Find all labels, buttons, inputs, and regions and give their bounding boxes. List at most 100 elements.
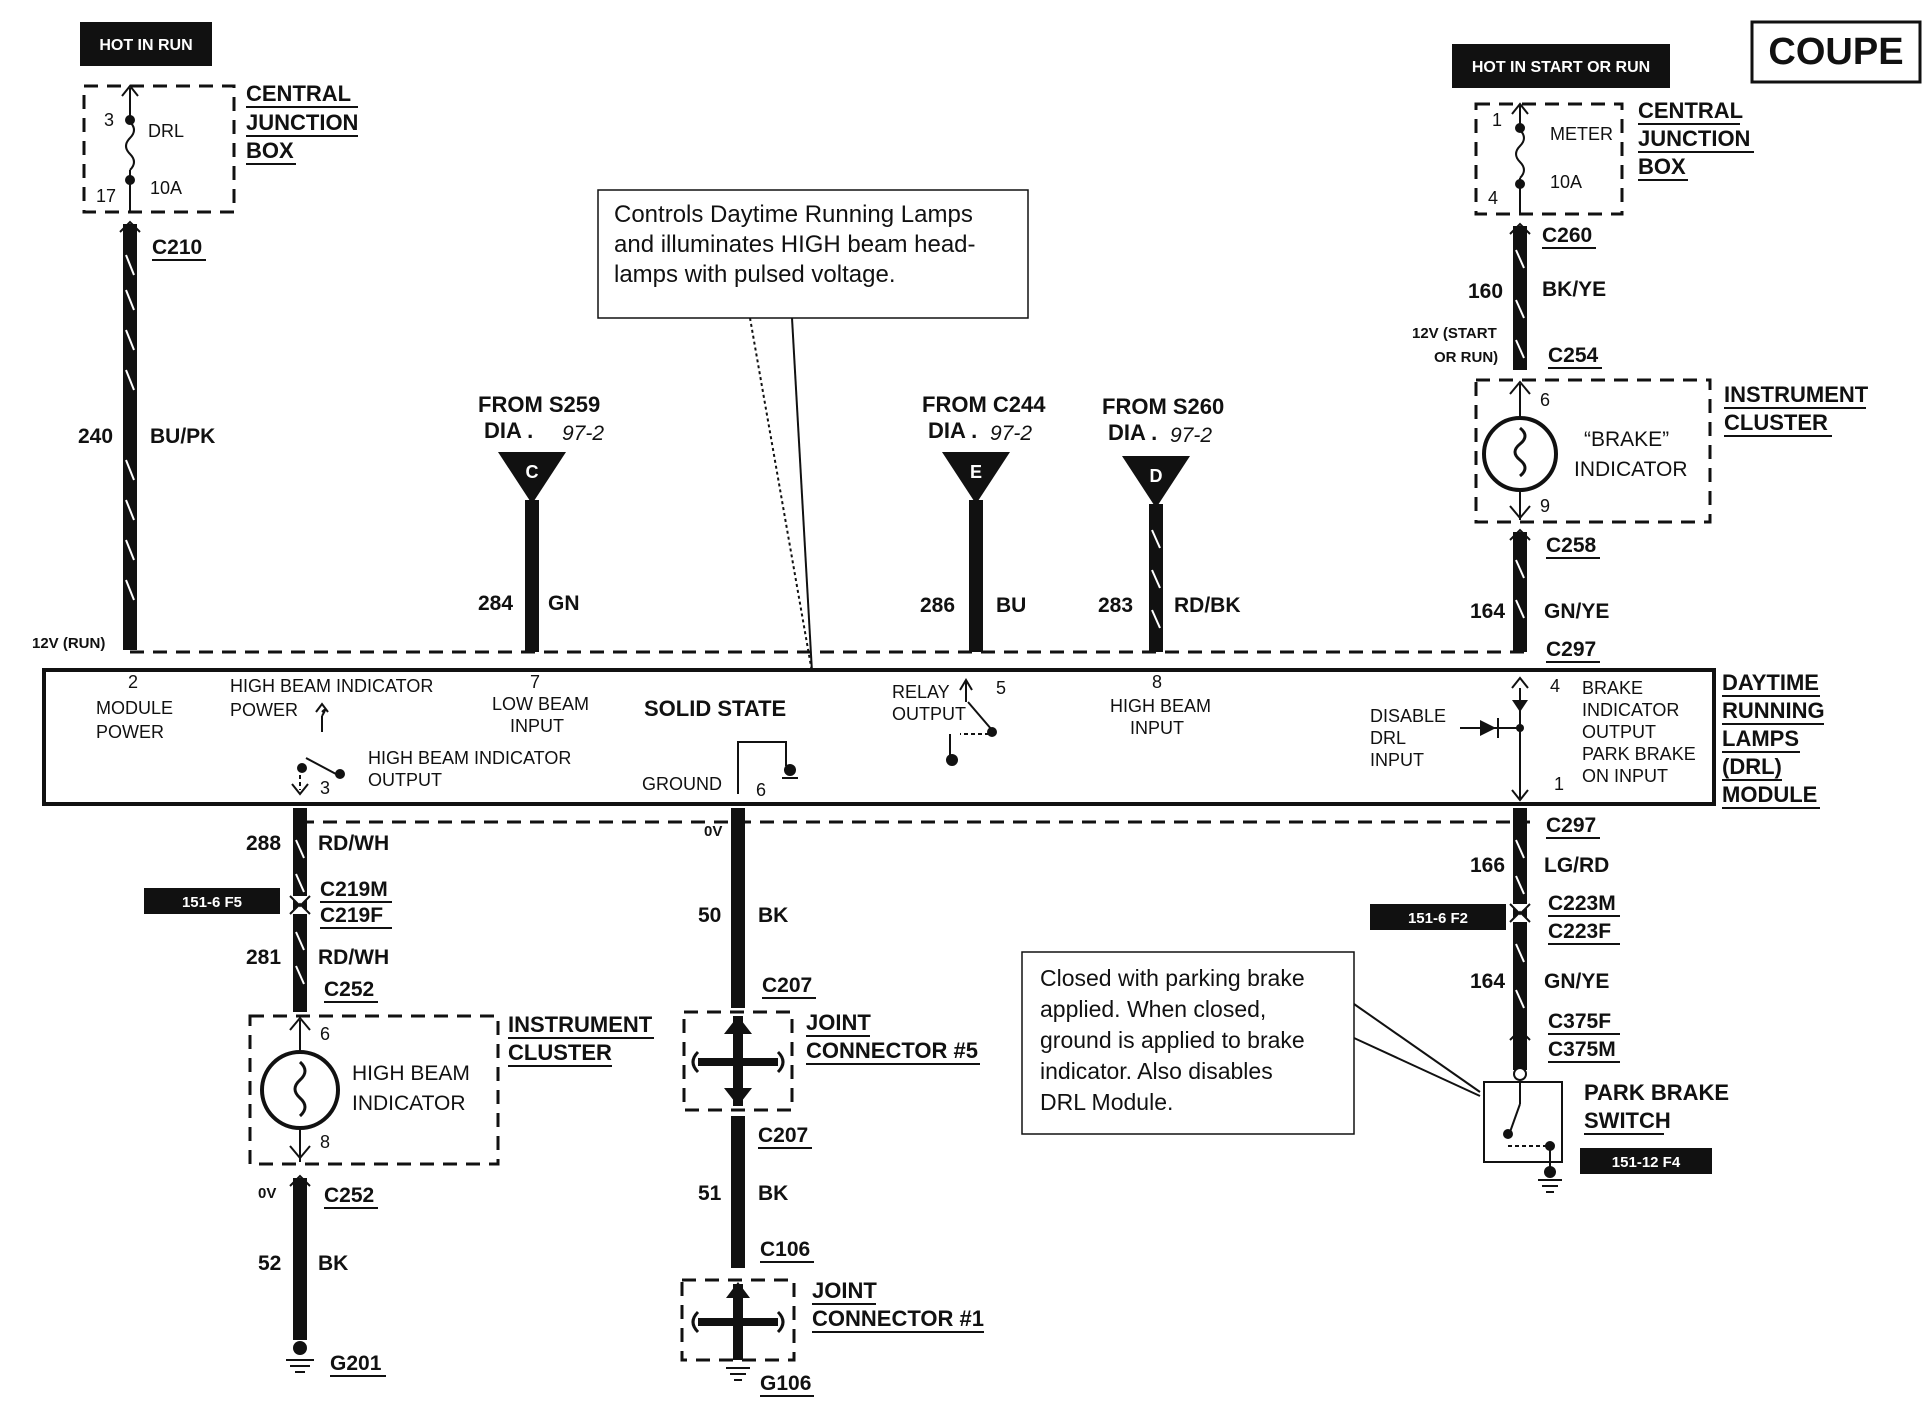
connector-c260: C260 (1542, 224, 1592, 247)
ic-brake-pin-bottom: 9 (1540, 496, 1550, 516)
arrow-s259 (498, 452, 566, 504)
module-hb-ind-power-1: HIGH BEAM INDICATOR (230, 676, 433, 696)
from-s259-letter: C (526, 462, 539, 482)
connector-c106: C106 (760, 1238, 810, 1261)
module-low-beam-1: LOW BEAM (492, 694, 589, 714)
module-relay-1: RELAY (892, 682, 950, 702)
module-relay-2: OUTPUT (892, 704, 966, 724)
module-pin-5: 5 (996, 678, 1006, 698)
wire-283-circuit: 283 (1098, 594, 1133, 617)
from-c244-page: 97-2 (990, 422, 1032, 445)
arrow-c244 (942, 452, 1010, 504)
svg-text:and illuminates HIGH beam head: and illuminates HIGH beam head- (614, 231, 976, 258)
cjb-right-title-1: CENTRAL (1638, 98, 1743, 123)
module-park-2: ON INPUT (1582, 766, 1668, 786)
module-ground: GROUND (642, 774, 722, 794)
connector-c223m: C223M (1548, 892, 1616, 915)
relay-output-switch-symbol (946, 678, 997, 766)
joint5-label-2: CONNECTOR #5 (806, 1038, 978, 1063)
svg-text:HOT IN RUN: HOT IN RUN (99, 37, 192, 54)
module-pin-6: 6 (756, 780, 766, 800)
wire-50-circuit: 50 (698, 904, 721, 927)
wire-286-circuit: 286 (920, 594, 955, 617)
joint1-label-1: JOINT (812, 1278, 877, 1303)
module-pin-4: 4 (1550, 676, 1560, 696)
voltage-12v-run: 12V (RUN) (32, 635, 105, 652)
hb-indicator-switch-symbol (291, 702, 345, 796)
ic-brake-name-2: INDICATOR (1574, 458, 1688, 481)
module-title-5: MODULE (1722, 782, 1817, 807)
module-disable-3: INPUT (1370, 750, 1424, 770)
cjb-left-fuse-rating: 10A (150, 178, 182, 198)
coupe-label: COUPE (1768, 31, 1903, 73)
ic-brake-title-2: CLUSTER (1724, 410, 1828, 435)
wire-164b-color: GN/YE (1544, 970, 1609, 993)
wire-284-color: GN (548, 592, 580, 615)
module-title-1: DAYTIME (1722, 670, 1819, 695)
park-brake-label-1: PARK BRAKE (1584, 1080, 1729, 1105)
from-s259-title: FROM S259 (478, 392, 600, 417)
from-s260-letter: D (1150, 466, 1163, 486)
svg-text:lamps with pulsed voltage.: lamps with pulsed voltage. (614, 261, 895, 288)
svg-text:151-6 F2: 151-6 F2 (1408, 910, 1468, 927)
hot-in-run-badge: HOT IN RUN (80, 22, 212, 66)
from-s260-title: FROM S260 (1102, 394, 1224, 419)
connector-c207-bottom: C207 (758, 1124, 808, 1147)
module-pin-7: 7 (530, 672, 540, 692)
wire-288-circuit: 288 (246, 832, 281, 855)
ground-g106: G106 (760, 1372, 811, 1395)
wire-281-color: RD/WH (318, 946, 389, 969)
cjb-left-title-3: BOX (246, 138, 294, 163)
connector-c210: C210 (152, 236, 202, 259)
module-pin-3: 3 (320, 778, 330, 798)
cjb-right-pin-top: 1 (1492, 110, 1502, 130)
svg-text:151-12 F4: 151-12 F4 (1612, 1154, 1681, 1171)
cjb-right-title-3: BOX (1638, 154, 1686, 179)
module-disable-2: DRL (1370, 728, 1406, 748)
ic-brake-name-1: “BRAKE” (1584, 428, 1669, 451)
ground-g201-symbol (286, 1341, 314, 1373)
from-c244-dia: DIA . (928, 418, 977, 443)
wire-283-color: RD/BK (1174, 594, 1241, 617)
svg-text:applied. When closed,: applied. When closed, (1040, 996, 1266, 1022)
wire-160-color: BK/YE (1542, 278, 1606, 301)
wire-164b-circuit: 164 (1470, 970, 1505, 993)
module-disable-1: DISABLE (1370, 706, 1446, 726)
wire-166-circuit: 166 (1470, 854, 1505, 877)
module-title-3: LAMPS (1722, 726, 1799, 751)
cjb-left-pin-top: 3 (104, 110, 114, 130)
wire-281-circuit: 281 (246, 946, 281, 969)
park-brake-label-2: SWITCH (1584, 1108, 1671, 1133)
module-title-2: RUNNING (1722, 698, 1825, 723)
cjb-left-title-1: CENTRAL (246, 81, 351, 106)
cjb-left-fuse-name: DRL (148, 121, 184, 141)
ground-g201: G201 (330, 1352, 382, 1375)
svg-text:HOT IN START OR RUN: HOT IN START OR RUN (1472, 59, 1650, 76)
ref-151-12-f4: 151-12 F4 (1580, 1148, 1712, 1174)
voltage-0v-c252: 0V (258, 1185, 276, 1202)
ic-hb-title-1: INSTRUMENT (508, 1012, 653, 1037)
central-junction-box-left: 3 17 DRL 10A (82, 84, 236, 214)
connector-c297-top: C297 (1546, 638, 1596, 661)
svg-text:DRL Module.: DRL Module. (1040, 1089, 1173, 1115)
arrow-s260 (1122, 456, 1190, 508)
wire-50-color: BK (758, 904, 788, 927)
connector-c252-top: C252 (324, 978, 374, 1001)
connector-c219m: C219M (320, 878, 388, 901)
cjb-right-pin-bottom: 4 (1488, 188, 1498, 208)
from-s259-dia: DIA . (484, 418, 533, 443)
module-brake-3: OUTPUT (1582, 722, 1656, 742)
ic-brake-title-1: INSTRUMENT (1724, 382, 1869, 407)
module-power-2: POWER (96, 722, 164, 742)
joint-connector-1-symbol (680, 1278, 796, 1381)
connector-c297-bottom: C297 (1546, 814, 1596, 837)
from-s260-dia: DIA . (1108, 420, 1157, 445)
ref-151-6-f2: 151-6 F2 (1370, 904, 1506, 930)
central-junction-box-right: 1 4 METER 10A (1474, 102, 1624, 216)
instrument-cluster-brake: 6 9 “BRAKE” INDICATOR (1474, 378, 1712, 524)
svg-text:ground is applied to brake: ground is applied to brake (1040, 1027, 1305, 1053)
module-power-1: MODULE (96, 698, 173, 718)
module-pin-8: 8 (1152, 672, 1162, 692)
ic-hb-title-2: CLUSTER (508, 1040, 612, 1065)
cjb-left-title-2: JUNCTION (246, 110, 358, 135)
